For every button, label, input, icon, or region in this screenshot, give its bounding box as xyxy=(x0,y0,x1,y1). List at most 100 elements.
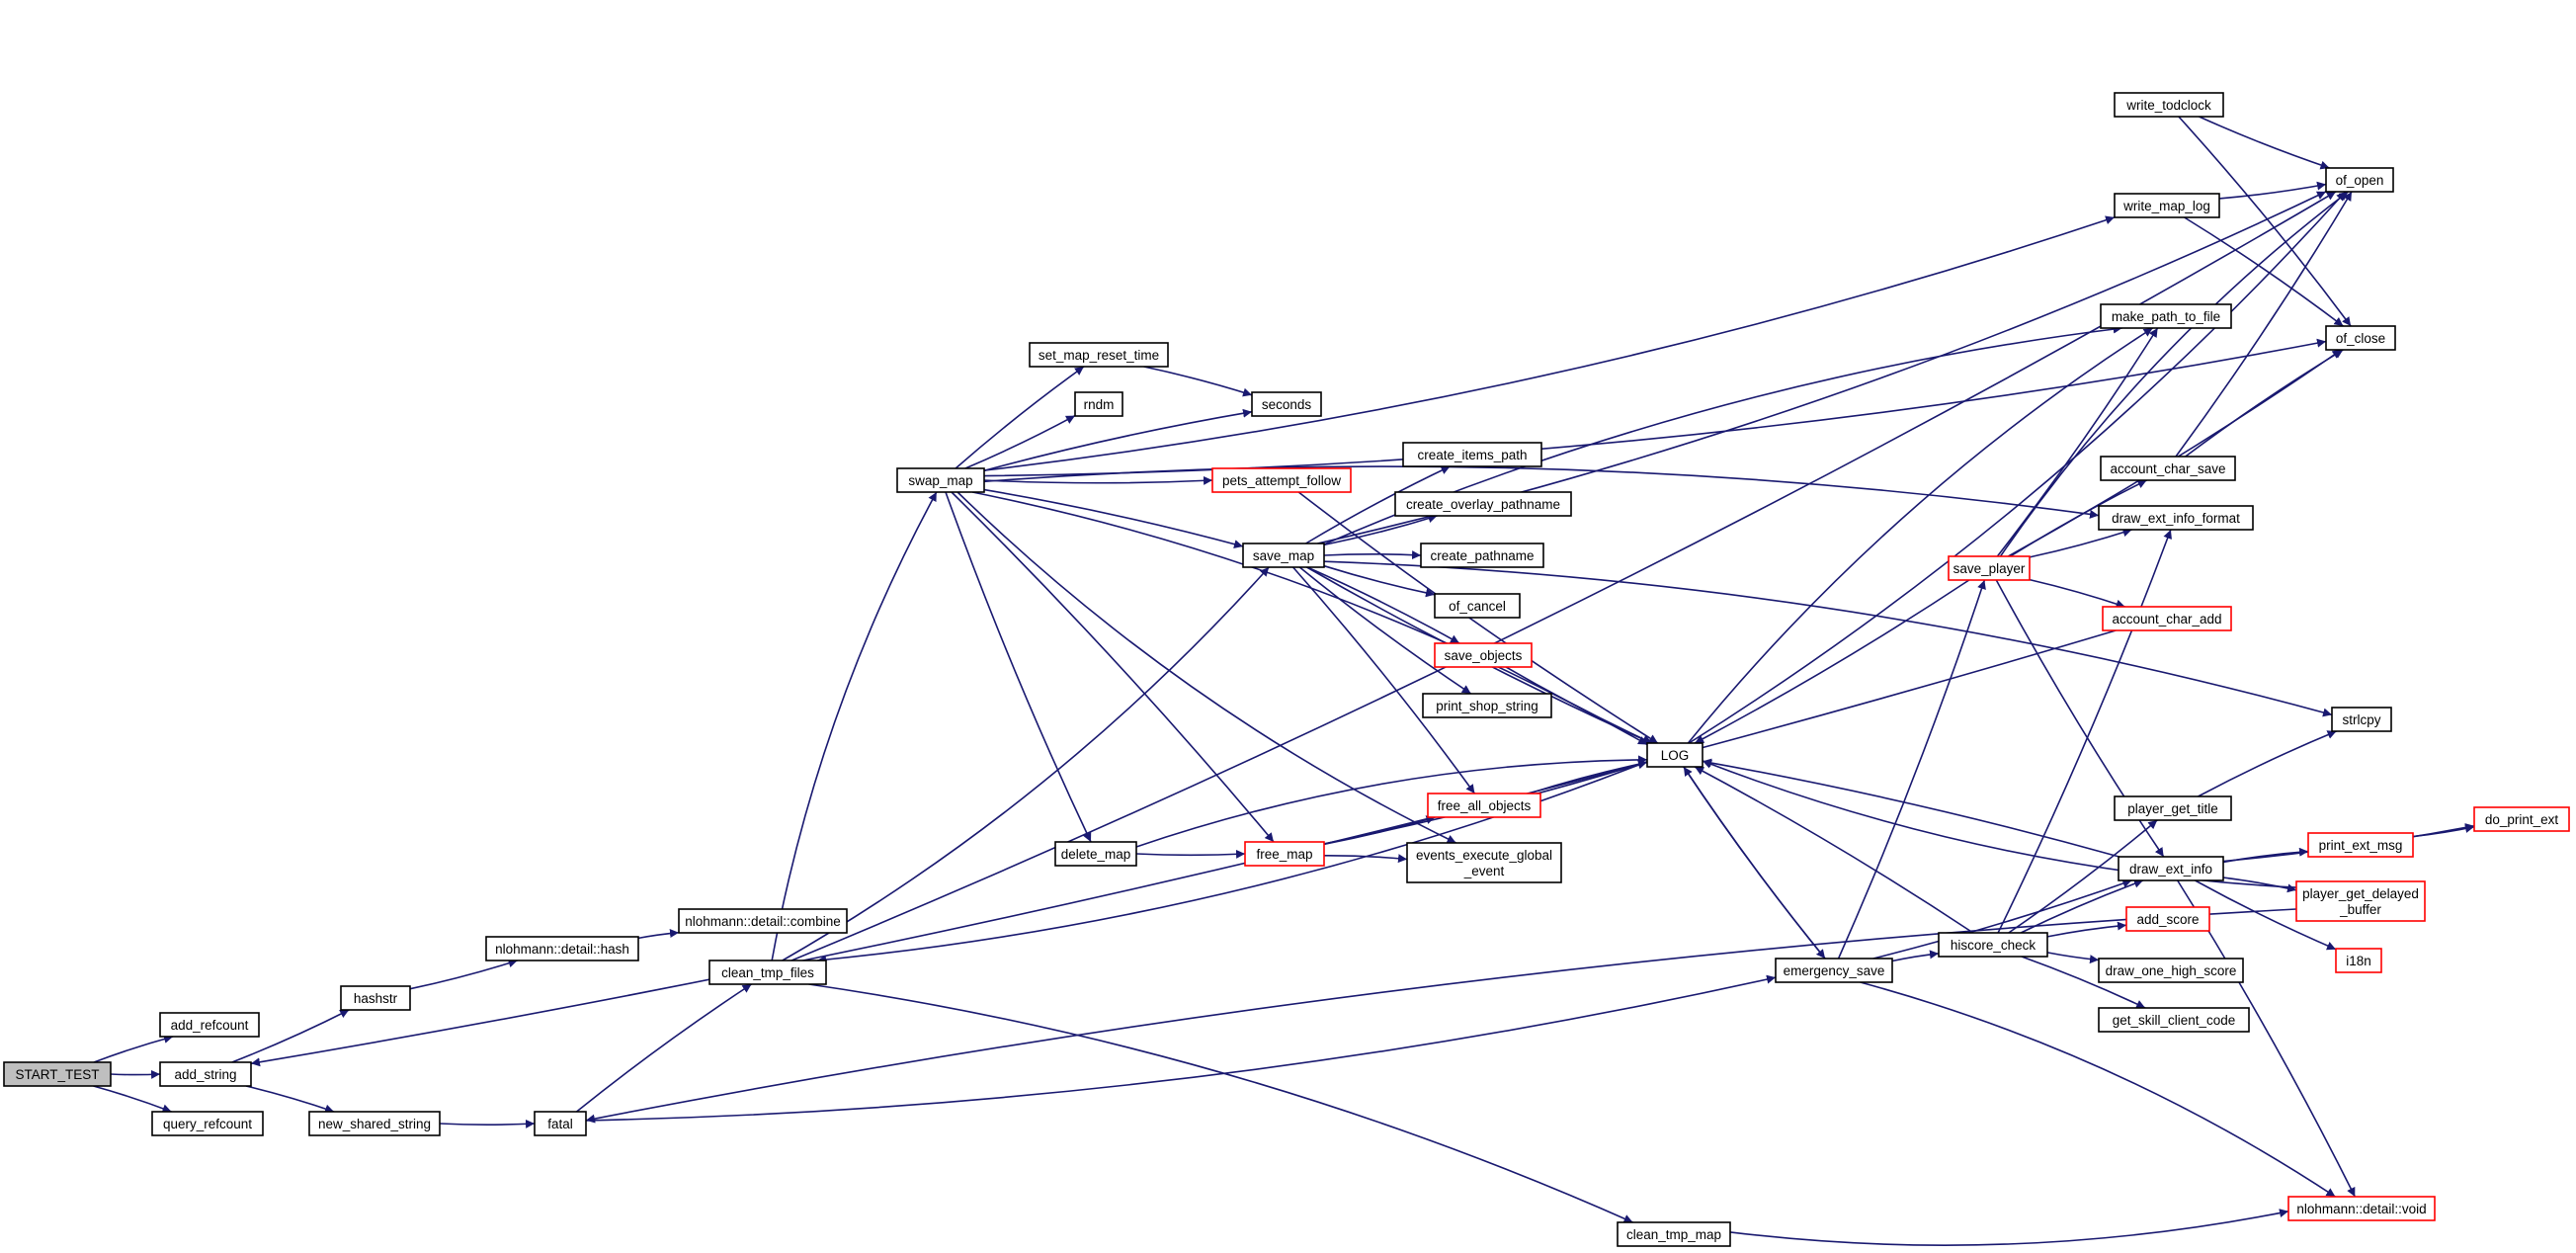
node-save_objects[interactable]: save_objects xyxy=(1434,642,1533,668)
node-log[interactable]: LOG xyxy=(1646,742,1703,768)
node-player_get_delayed_buffer[interactable]: player_get_delayed_buffer xyxy=(2295,880,2426,922)
node-fatal[interactable]: fatal xyxy=(534,1111,587,1136)
node-draw_one_high_score[interactable]: draw_one_high_score xyxy=(2098,958,2244,983)
edge-player_get_delayed_buffer-to-fatal xyxy=(585,908,2297,1124)
node-strlcpy[interactable]: strlcpy xyxy=(2331,707,2392,732)
node-nl_combine[interactable]: nlohmann::detail::combine xyxy=(678,908,848,934)
node-add_refcount[interactable]: add_refcount xyxy=(159,1012,260,1038)
node-nl_hash[interactable]: nlohmann::detail::hash xyxy=(485,936,639,961)
node-save_map[interactable]: save_map xyxy=(1242,543,1325,568)
node-pets_attempt_follow[interactable]: pets_attempt_follow xyxy=(1211,467,1352,493)
node-label: nlohmann::detail::void xyxy=(2296,1202,2426,1216)
node-box xyxy=(1775,958,1893,983)
node-delete_map[interactable]: delete_map xyxy=(1054,841,1137,867)
edge-clean_tmp_files-to-clean_tmp_map xyxy=(808,983,1633,1223)
node-of_cancel[interactable]: of_cancel xyxy=(1434,593,1521,619)
node-nl_void[interactable]: nlohmann::detail::void xyxy=(2287,1196,2436,1221)
node-label: of_close xyxy=(2336,331,2385,346)
node-seconds[interactable]: seconds xyxy=(1251,391,1322,417)
node-free_all_objects[interactable]: free_all_objects xyxy=(1427,793,1541,818)
node-box xyxy=(1244,841,1325,867)
node-i18n[interactable]: i18n xyxy=(2335,948,2382,973)
node-label: account_char_add xyxy=(2112,612,2221,626)
node-emergency_save[interactable]: emergency_save xyxy=(1775,958,1893,983)
node-create_pathname[interactable]: create_pathname xyxy=(1420,543,1544,568)
node-of_open[interactable]: of_open xyxy=(2325,167,2394,193)
node-label: emergency_save xyxy=(1784,963,1885,978)
edge-hiscore_check-to-draw_ext_info_format xyxy=(1997,529,2172,934)
edge-clean_tmp_files-to-save_map xyxy=(782,566,1270,961)
edge-nl_hash-to-nl_combine xyxy=(637,929,680,940)
node-draw_ext_info_format[interactable]: draw_ext_info_format xyxy=(2098,505,2254,531)
node-create_items_path[interactable]: create_items_path xyxy=(1402,442,1542,467)
node-add_score[interactable]: add_score xyxy=(2125,906,2210,932)
node-box xyxy=(2102,606,2232,631)
edge-save_player-to-of_open xyxy=(1999,191,2349,557)
edge-start_test-to-query_refcount xyxy=(93,1085,172,1113)
node-save_player[interactable]: save_player xyxy=(1948,555,2031,581)
node-of_close[interactable]: of_close xyxy=(2325,325,2396,351)
node-label: delete_map xyxy=(1061,847,1131,862)
edge-delete_map-to-free_map xyxy=(1135,849,1246,859)
node-box xyxy=(2100,303,2232,329)
node-account_char_save[interactable]: account_char_save xyxy=(2100,456,2236,481)
node-label: hiscore_check xyxy=(1951,938,2036,953)
node-box xyxy=(485,936,639,961)
node-clean_tmp_map[interactable]: clean_tmp_map xyxy=(1617,1221,1731,1247)
node-box xyxy=(2331,707,2392,732)
node-hiscore_check[interactable]: hiscore_check xyxy=(1938,932,2048,958)
node-new_shared_string[interactable]: new_shared_string xyxy=(308,1111,441,1136)
node-box xyxy=(1617,1221,1731,1247)
edge-write_map_log-to-of_close xyxy=(2184,216,2344,327)
edge-hiscore_check-to-draw_one_high_score xyxy=(2046,952,2100,964)
node-set_map_reset_time[interactable]: set_map_reset_time xyxy=(1029,342,1169,368)
node-query_refcount[interactable]: query_refcount xyxy=(151,1111,264,1136)
edge-draw_ext_info-to-log xyxy=(1702,758,2119,858)
node-events_execute_global_event[interactable]: events_execute_global_event xyxy=(1406,842,1562,883)
node-make_path_to_file[interactable]: make_path_to_file xyxy=(2100,303,2232,329)
node-box xyxy=(151,1111,264,1136)
node-label: LOG xyxy=(1661,748,1690,763)
node-label: player_get_title xyxy=(2127,801,2218,816)
node-clean_tmp_files[interactable]: clean_tmp_files xyxy=(708,960,827,985)
node-get_skill_client_code[interactable]: get_skill_client_code xyxy=(2098,1007,2250,1033)
node-label: make_path_to_file xyxy=(2112,309,2220,324)
edge-hiscore_check-to-player_get_title xyxy=(2008,819,2158,934)
edge-hiscore_check-to-get_skill_client_code xyxy=(2021,956,2146,1009)
node-rndm[interactable]: rndm xyxy=(1074,391,1123,417)
node-start_test[interactable]: START_TEST xyxy=(3,1061,112,1087)
node-free_map[interactable]: free_map xyxy=(1244,841,1325,867)
node-swap_map[interactable]: swap_map xyxy=(896,467,985,493)
edge-start_test-to-add_string xyxy=(110,1069,161,1079)
node-box xyxy=(1211,467,1352,493)
node-label: add_string xyxy=(174,1067,236,1082)
node-label: hashstr xyxy=(354,991,398,1006)
edge-add_string-to-new_shared_string xyxy=(245,1085,335,1114)
edge-draw_ext_info-to-player_get_delayed_buffer xyxy=(2222,877,2297,893)
node-box xyxy=(1434,642,1533,668)
node-draw_ext_info[interactable]: draw_ext_info xyxy=(2118,856,2224,881)
edge-write_map_log-to-of_open xyxy=(2218,181,2327,200)
node-write_map_log[interactable]: write_map_log xyxy=(2114,193,2220,218)
node-player_get_title[interactable]: player_get_title xyxy=(2114,795,2232,821)
node-label: save_objects xyxy=(1445,648,1523,663)
node-print_ext_msg[interactable]: print_ext_msg xyxy=(2307,832,2414,858)
node-add_string[interactable]: add_string xyxy=(159,1061,252,1087)
edge-save_map-to-of_cancel xyxy=(1323,564,1436,598)
edge-emergency_save-to-nl_void xyxy=(1860,981,2336,1198)
node-hashstr[interactable]: hashstr xyxy=(340,985,411,1011)
node-box xyxy=(1406,842,1562,883)
node-box xyxy=(2473,806,2570,832)
node-print_shop_string[interactable]: print_shop_string xyxy=(1422,693,1552,718)
node-box xyxy=(2114,193,2220,218)
node-box xyxy=(1434,593,1521,619)
node-create_overlay_pathname[interactable]: create_overlay_pathname xyxy=(1394,491,1572,517)
node-label: create_overlay_pathname xyxy=(1406,497,1560,512)
edge-fatal-to-clean_tmp_files xyxy=(575,983,752,1113)
node-write_todclock[interactable]: write_todclock xyxy=(2114,92,2224,118)
edge-draw_ext_info-to-i18n xyxy=(2195,879,2337,951)
edge-clean_tmp_map-to-nl_void xyxy=(1729,1209,2289,1246)
node-do_print_ext[interactable]: do_print_ext xyxy=(2473,806,2570,832)
edge-save_player-to-draw_ext_info_format xyxy=(2029,528,2132,558)
node-account_char_add[interactable]: account_char_add xyxy=(2102,606,2232,631)
